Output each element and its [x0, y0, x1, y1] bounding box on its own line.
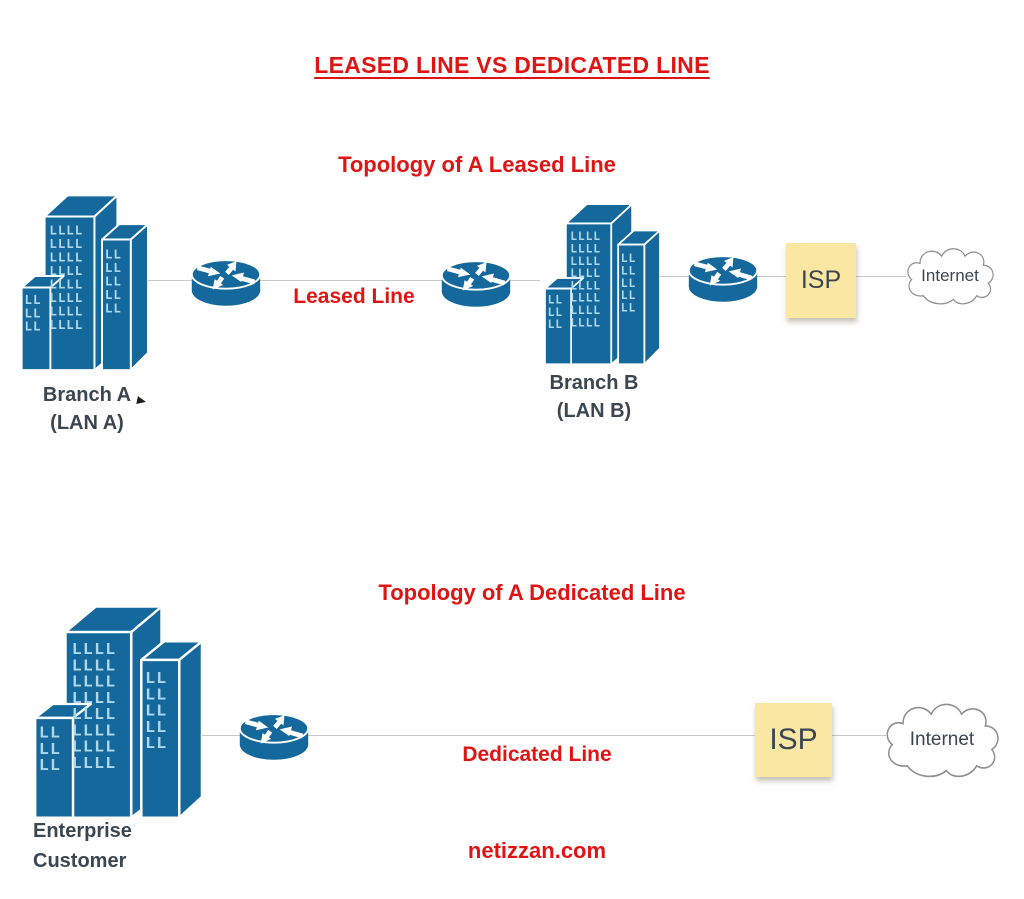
svg-text:LLLL: LLLL — [570, 241, 601, 255]
isp-to-internet-link-2 — [832, 735, 886, 736]
svg-text:LL: LL — [548, 292, 563, 306]
svg-text:LL: LL — [105, 247, 122, 262]
svg-text:LL: LL — [145, 734, 167, 752]
svg-text:LLLL: LLLL — [570, 254, 601, 268]
svg-text:LLLL: LLLL — [49, 263, 83, 278]
svg-text:LLLL: LLLL — [49, 290, 83, 305]
svg-text:LLLL: LLLL — [49, 236, 83, 251]
leased-line-link — [147, 280, 540, 281]
branch-a-label-line2: (LAN A) — [50, 412, 124, 434]
svg-text:LL: LL — [105, 274, 122, 289]
watermark: netizzan.com — [467, 838, 607, 863]
svg-text:LL: LL — [621, 251, 636, 265]
internet-cloud-icon-2: Internet — [877, 693, 1007, 787]
router-icon-2 — [438, 256, 514, 315]
isp-label-2: ISP — [769, 723, 818, 756]
svg-text:LL: LL — [25, 292, 42, 307]
svg-text:LLLL: LLLL — [570, 229, 601, 243]
dedicated-line-link — [185, 735, 755, 736]
svg-text:LLLL: LLLL — [72, 721, 117, 739]
svg-text:LL: LL — [105, 260, 122, 275]
isp-to-internet-link-1 — [856, 276, 906, 277]
svg-text:LL: LL — [145, 685, 167, 703]
svg-text:LLLL: LLLL — [49, 303, 83, 318]
svg-text:LL: LL — [621, 288, 636, 302]
branch-a-label: Branch A (LAN A) — [7, 381, 167, 437]
svg-text:LLLL: LLLL — [72, 705, 117, 723]
svg-text:LLLL: LLLL — [49, 317, 83, 332]
svg-text:LLLL: LLLL — [49, 250, 83, 265]
svg-text:LLLL: LLLL — [72, 688, 117, 706]
svg-text:LLLL: LLLL — [72, 672, 117, 690]
page-title: LEASED LINE VS DEDICATED LINE — [314, 52, 710, 78]
svg-text:LL: LL — [39, 740, 61, 758]
internet-label-2: Internet — [909, 729, 975, 750]
svg-text:LLLL: LLLL — [570, 303, 601, 317]
dedicated-line-heading: Topology of A Dedicated Line — [378, 580, 686, 605]
svg-text:LL: LL — [145, 717, 167, 735]
leased-line-heading: Topology of A Leased Line — [338, 152, 616, 177]
svg-text:LL: LL — [105, 300, 122, 315]
internet-cloud-icon-1: Internet — [900, 240, 1000, 312]
svg-text:LL: LL — [548, 305, 563, 319]
leased-line-label: Leased Line — [293, 285, 415, 308]
svg-text:LL: LL — [25, 319, 42, 334]
enterprise-customer-label-line1: Enterprise — [33, 820, 132, 842]
svg-text:LL: LL — [621, 276, 636, 290]
svg-text:LL: LL — [145, 669, 167, 687]
router-icon-4 — [236, 709, 312, 768]
svg-text:LL: LL — [25, 305, 42, 320]
svg-text:LL: LL — [548, 317, 563, 331]
enterprise-customer-label-line2: Customer — [33, 850, 127, 872]
branch-b-label-line1: Branch B — [549, 372, 639, 394]
branch-a-label-line1: Branch A — [42, 384, 132, 406]
svg-text:LL: LL — [621, 263, 636, 277]
isp-sticky-note-2: ISP — [755, 703, 832, 777]
svg-text:LLLL: LLLL — [570, 266, 601, 280]
svg-text:LL: LL — [39, 723, 61, 741]
svg-text:LL: LL — [39, 756, 61, 774]
svg-text:LL: LL — [145, 701, 167, 719]
svg-text:LLLL: LLLL — [72, 640, 117, 658]
svg-text:LLLL: LLLL — [72, 753, 117, 771]
svg-text:LLLL: LLLL — [49, 276, 83, 291]
svg-text:LL: LL — [621, 300, 636, 314]
router-icon-1 — [188, 255, 264, 314]
svg-text:LLLL: LLLL — [72, 737, 117, 755]
isp-sticky-note-1: ISP — [786, 243, 856, 318]
svg-text:LLLL: LLLL — [49, 223, 83, 238]
enterprise-customer-label: Enterprise Customer — [33, 816, 213, 876]
router-icon-3 — [685, 251, 761, 310]
cursor-icon — [136, 396, 147, 406]
svg-text:LLLL: LLLL — [570, 278, 601, 292]
branch-b-label-line2: (LAN B) — [556, 400, 632, 422]
branch-b-label: Branch B (LAN B) — [514, 369, 674, 425]
dedicated-line-label: Dedicated Line — [462, 743, 612, 766]
svg-text:LLLL: LLLL — [570, 291, 601, 305]
svg-text:LL: LL — [105, 287, 122, 302]
isp-label-1: ISP — [800, 266, 842, 294]
svg-text:LLLL: LLLL — [570, 315, 601, 329]
internet-label-1: Internet — [921, 266, 979, 285]
svg-text:LLLL: LLLL — [72, 656, 117, 674]
